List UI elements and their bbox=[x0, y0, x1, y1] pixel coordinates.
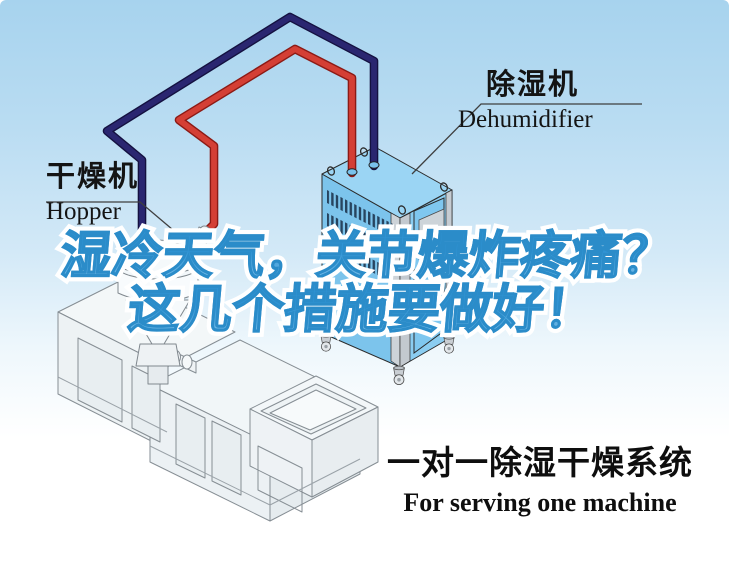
pipe-inlet-cap bbox=[134, 242, 150, 252]
return-air-pipe-blue bbox=[102, 12, 379, 258]
vent-row bbox=[327, 236, 393, 283]
hopper-leader-line bbox=[46, 201, 206, 258]
lifting-eye bbox=[326, 166, 336, 176]
lifting-eye bbox=[439, 182, 449, 192]
hopper-label-zh: 干燥机 bbox=[46, 161, 140, 193]
unit-top-frame-inner bbox=[269, 389, 357, 431]
lifting-eye bbox=[397, 205, 407, 215]
hopper-label-en: Hopper bbox=[46, 198, 121, 225]
air-pipes bbox=[102, 12, 380, 258]
system-caption-en: For serving one machine bbox=[403, 488, 677, 517]
pipe-collar bbox=[368, 161, 380, 169]
panel-button bbox=[429, 233, 433, 239]
hopper-dryer-illustration bbox=[117, 225, 213, 385]
dehumidifier-leader-line bbox=[411, 103, 642, 175]
headline-line2-fill: 这几个措施要做好！ bbox=[125, 280, 600, 340]
hopper-mount bbox=[135, 343, 181, 367]
system-caption: 一对一除湿干燥系统 For serving one machine bbox=[387, 448, 693, 516]
front-panel bbox=[77, 337, 123, 423]
pipe-collar bbox=[346, 168, 358, 176]
corner-post-right bbox=[399, 212, 411, 368]
headline: 湿冷天气，关节爆炸疼痛？ 湿冷天气，关节爆炸疼痛？ 这几个措施要做好！ 这几个措… bbox=[0, 222, 729, 344]
caster-wheel bbox=[393, 365, 405, 386]
vent-row bbox=[327, 213, 393, 260]
lifting-eye bbox=[359, 147, 369, 157]
vent-row bbox=[327, 190, 393, 237]
hopper-label: 干燥机 Hopper bbox=[46, 161, 140, 225]
dehumidifier-label-en: Dehumidifier bbox=[458, 106, 593, 133]
unit-right bbox=[311, 406, 379, 498]
headline-line1-fill: 湿冷天气，关节爆炸疼痛？ bbox=[58, 226, 677, 285]
front-panel bbox=[211, 420, 242, 496]
dehumidifier-unit-illustration bbox=[320, 146, 455, 386]
headline-line1: 湿冷天气，关节爆炸疼痛？ 湿冷天气，关节爆炸疼痛？ bbox=[0, 222, 729, 289]
dry-air-pipe-red bbox=[174, 44, 357, 240]
label-leader-lines bbox=[46, 103, 642, 258]
dehumidifier-label: 除湿机 Dehumidifier bbox=[458, 69, 593, 133]
front-panel bbox=[257, 445, 303, 513]
dehumidifier-label-zh: 除湿机 bbox=[486, 69, 580, 101]
headline-line2: 这几个措施要做好！ 这几个措施要做好！ bbox=[0, 276, 729, 344]
skirt-line bbox=[57, 376, 361, 506]
front-panel bbox=[175, 403, 206, 479]
dry-air-fitting-flange bbox=[199, 225, 213, 241]
hopper-stand bbox=[147, 365, 169, 385]
panel-button bbox=[436, 229, 440, 236]
extruder-illustration bbox=[57, 277, 379, 522]
barrel-ring bbox=[181, 354, 193, 370]
system-caption-zh: 一对一除湿干燥系统 bbox=[387, 446, 693, 482]
